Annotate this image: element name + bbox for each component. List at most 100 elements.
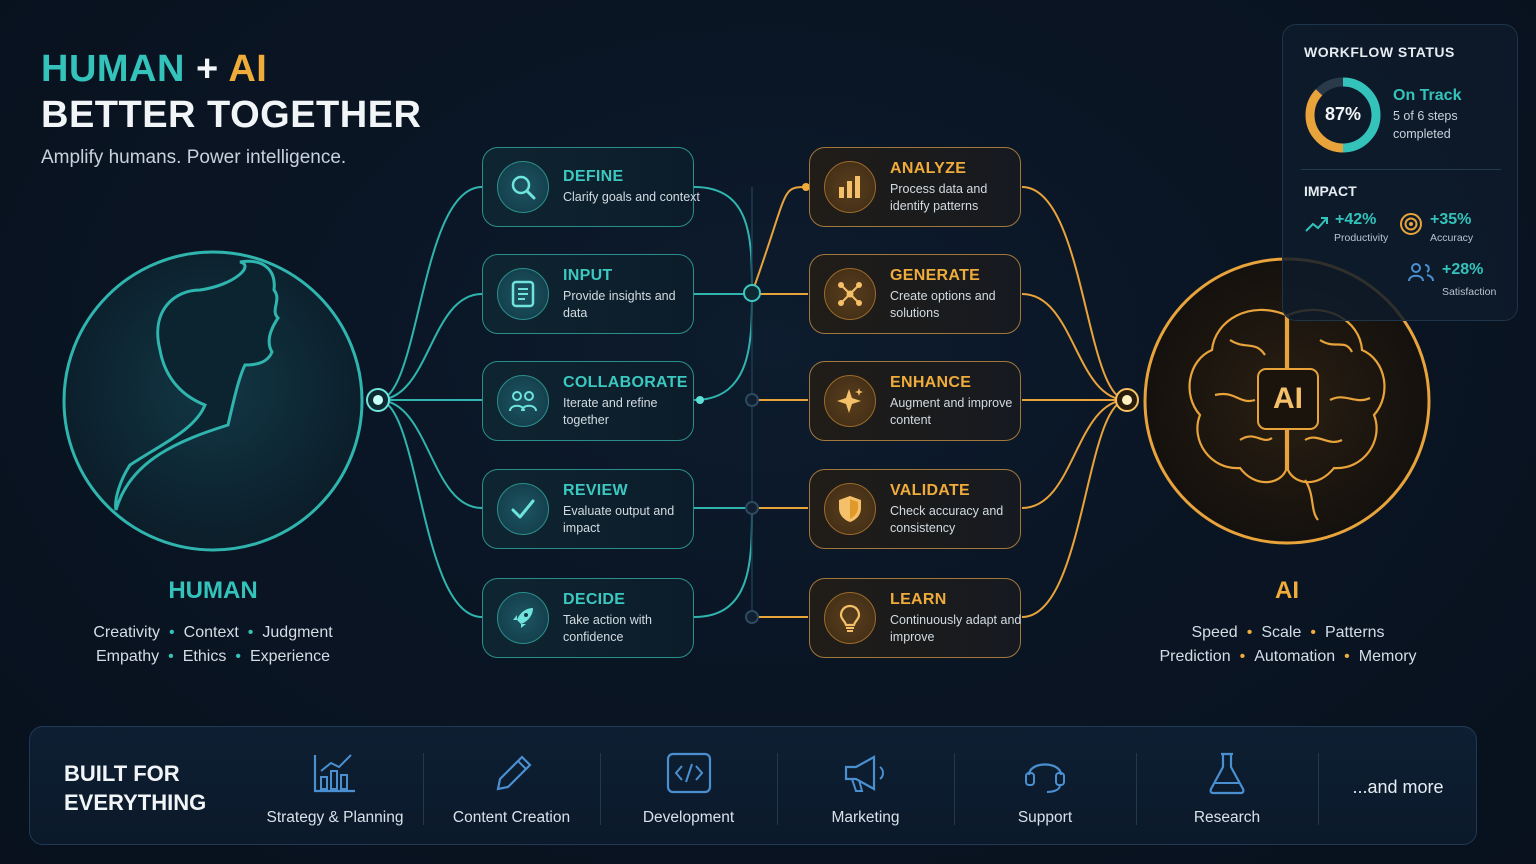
status-state: On Track	[1393, 87, 1462, 104]
step-title: ENHANCE	[890, 373, 972, 391]
progress-ring-accent	[1305, 77, 1381, 153]
step-title: INPUT	[563, 266, 613, 284]
use-case-label: Strategy & Planning	[266, 809, 404, 826]
built-for-bar: BUILT FOR EVERYTHING Strategy & Planning…	[29, 726, 1477, 845]
step-title: REVIEW	[563, 481, 628, 499]
headset-icon	[1025, 763, 1065, 793]
step-title: COLLABORATE	[563, 373, 688, 391]
step-desc: Take action with confidence	[563, 612, 652, 644]
trait-prediction: Prediction	[1159, 648, 1231, 665]
human-traits-row2: Empathy•Ethics•Experience	[96, 648, 330, 665]
metric-label-productivity: Productivity	[1334, 232, 1389, 244]
use-case-label: Marketing	[831, 809, 900, 826]
and-more-link[interactable]: ...and more	[1352, 777, 1444, 797]
users-icon	[1408, 263, 1434, 282]
built-for-title-line1: BUILT FOR	[64, 761, 180, 786]
document-icon	[497, 268, 549, 320]
trait-judgment: Judgment	[262, 624, 333, 641]
ai-traits-row1: Speed•Scale•Patterns	[1191, 624, 1385, 641]
hero-title-line2: BETTER TOGETHER	[41, 94, 422, 136]
target-icon	[1400, 213, 1422, 235]
step-desc: Process data and identify patterns	[890, 181, 988, 213]
step-title: VALIDATE	[890, 481, 971, 499]
trait-automation: Automation	[1254, 648, 1336, 665]
status-title: WORKFLOW STATUS	[1304, 44, 1455, 60]
step-card-review[interactable]: REVIEW Evaluate output and impact	[482, 469, 694, 549]
hero-ai-text: AI	[228, 48, 268, 90]
metric-value-accuracy: +35%	[1430, 211, 1472, 228]
rocket-icon	[497, 592, 549, 644]
step-title: GENERATE	[890, 266, 981, 284]
use-case-content[interactable]: Content Creation	[423, 727, 600, 846]
divider	[1136, 753, 1137, 825]
metric-value-productivity: +42%	[1335, 211, 1377, 228]
step-card-learn[interactable]: LEARN Continuously adapt and improve	[809, 578, 1021, 658]
metric-value-satisfaction: +28%	[1442, 261, 1484, 278]
divider	[777, 753, 778, 825]
checkmark-icon	[497, 483, 549, 535]
use-case-label: Development	[642, 809, 735, 826]
step-card-generate[interactable]: GENERATE Create options and solutions	[809, 254, 1021, 334]
trait-creativity: Creativity	[93, 624, 161, 641]
megaphone-icon	[844, 755, 884, 792]
step-desc: Provide insights and data	[563, 288, 676, 320]
use-case-label: Support	[1017, 809, 1073, 826]
trait-memory: Memory	[1358, 648, 1417, 665]
ai-label: AI	[1275, 577, 1299, 604]
divider	[954, 753, 955, 825]
workflow-status-panel: WORKFLOW STATUS 87% On Track 5 of 6 step…	[1282, 24, 1518, 321]
divider	[1318, 753, 1319, 825]
hero-title-line1: HUMAN + AI	[41, 48, 267, 91]
step-card-input[interactable]: INPUT Provide insights and data	[482, 254, 694, 334]
use-case-development[interactable]: Development	[600, 727, 777, 846]
sparkle-icon	[824, 375, 876, 427]
built-for-title-line2: EVERYTHING	[64, 790, 207, 815]
step-desc: Clarify goals and context	[563, 190, 700, 204]
use-case-marketing[interactable]: Marketing	[777, 727, 954, 846]
network-icon	[824, 268, 876, 320]
hero-human-text: HUMAN	[41, 48, 185, 90]
ai-traits: Speed•Scale•Patterns Prediction•Automati…	[1110, 621, 1466, 669]
flask-icon	[1209, 752, 1245, 795]
shield-icon	[824, 483, 876, 535]
code-icon	[666, 752, 711, 794]
ai-badge-text: AI	[1273, 382, 1303, 415]
chart-icon	[313, 754, 355, 793]
step-desc: Evaluate output and impact	[563, 503, 675, 535]
trait-empathy: Empathy	[96, 648, 160, 665]
step-title: DEFINE	[563, 168, 624, 185]
lightbulb-icon	[824, 592, 876, 644]
step-card-define[interactable]: DEFINE Clarify goals and context	[482, 147, 700, 227]
step-desc: Continuously adapt and improve	[890, 612, 1022, 644]
ai-traits-row2: Prediction•Automation•Memory	[1159, 648, 1417, 665]
step-desc: Create options and solutions	[890, 288, 996, 320]
status-steps-line1: 5 of 6 steps	[1393, 109, 1458, 123]
step-title: LEARN	[890, 590, 947, 608]
step-card-decide[interactable]: DECIDE Take action with confidence	[482, 578, 694, 658]
use-case-label: Content Creation	[452, 809, 571, 826]
brain-icon	[1188, 308, 1386, 521]
human-traits-row1: Creativity•Context•Judgment	[93, 624, 333, 641]
use-case-support[interactable]: Support	[954, 727, 1136, 846]
status-steps-line2: completed	[1393, 127, 1451, 141]
trait-ethics: Ethics	[182, 648, 227, 665]
ai-badge: AI	[1257, 368, 1319, 430]
progress-percent: 87%	[1324, 104, 1362, 124]
use-case-research[interactable]: Research	[1136, 727, 1318, 846]
step-card-collaborate[interactable]: COLLABORATE Iterate and refine together	[482, 361, 694, 441]
team-icon	[497, 375, 549, 427]
divider	[423, 753, 424, 825]
step-desc: Iterate and refine together	[563, 395, 658, 427]
trend-up-icon	[1305, 217, 1328, 232]
use-case-strategy[interactable]: Strategy & Planning	[245, 727, 425, 846]
trait-patterns: Patterns	[1324, 624, 1385, 641]
metric-label-accuracy: Accuracy	[1430, 232, 1474, 244]
step-title: DECIDE	[563, 590, 626, 608]
status-divider	[1301, 169, 1501, 170]
trait-scale: Scale	[1261, 624, 1302, 641]
metric-label-satisfaction: Satisfaction	[1442, 286, 1497, 298]
